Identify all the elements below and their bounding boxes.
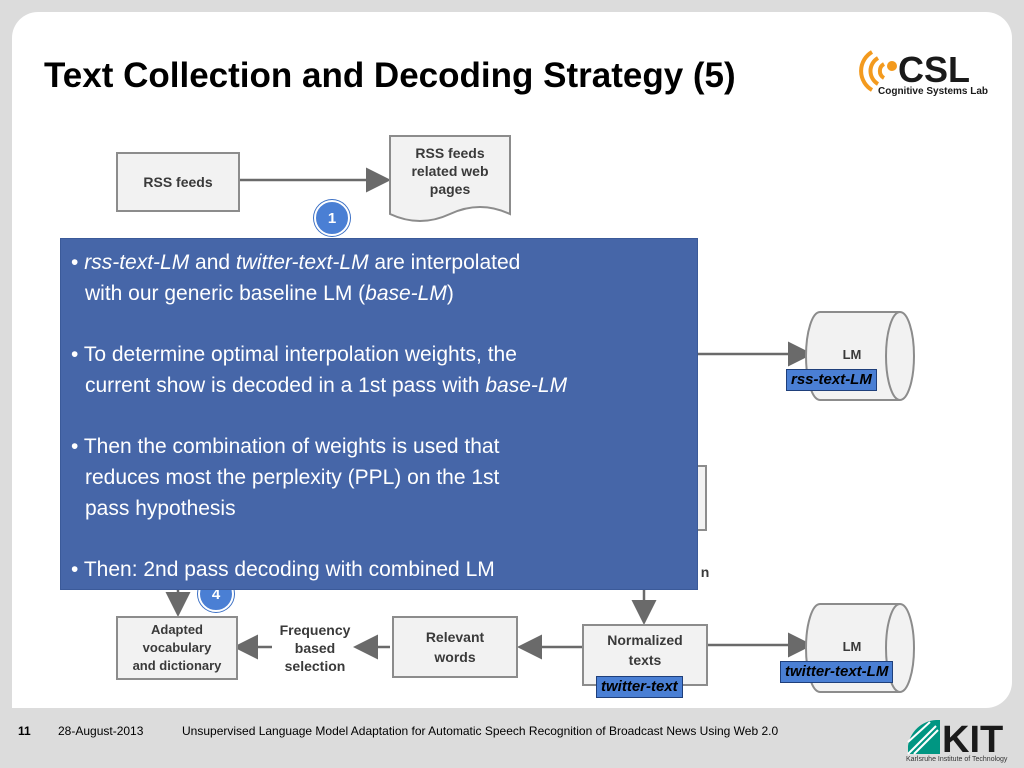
box-rss-pages-label: RSS feeds related web pages (390, 144, 510, 198)
rss-pages-line-2: related web (411, 163, 489, 179)
lm-bottom-label: LM (842, 639, 862, 654)
partial-hidden-text: n (700, 564, 710, 580)
kit-logo-subtitle: Karlsruhe Institute of Technology (906, 756, 1008, 763)
frequency-line-1: Frequency (279, 622, 351, 638)
relevant-line-2: words (434, 649, 476, 665)
kit-logo-graphic: KIT (907, 719, 1003, 761)
b1-rss-text-lm: rss-text-LM (84, 251, 190, 274)
box-normalized-texts: Normalized texts (582, 624, 708, 686)
box-rss-feeds-label: RSS feeds (143, 174, 213, 190)
normalized-line-1: Normalized (607, 632, 683, 648)
kit-logo-mark: KIT (942, 719, 1003, 756)
overlay-textbox: • rss-text-LM and twitter-text-LM are in… (60, 238, 698, 590)
b2-base-lm: base-LM (485, 374, 568, 397)
bullet-marker: • (71, 435, 79, 458)
lm-top-label: LM (842, 347, 862, 362)
b3-line1: Then the combination of weights is used … (83, 435, 500, 458)
box-adapted-vocabulary: Adapted vocabulary and dictionary (116, 616, 238, 680)
b1-twitter-text-lm: twitter-text-LM (235, 251, 369, 274)
csl-logo-graphic: CSL (859, 49, 970, 92)
bullet-marker: • (71, 251, 79, 274)
bullet-marker: • (71, 558, 79, 581)
b1-are-interpolated: are interpolated (368, 251, 521, 274)
rss-pages-line-1: RSS feeds (415, 145, 485, 161)
relevant-line-1: Relevant (425, 629, 485, 645)
kit-logo: KIT (906, 716, 1014, 766)
tag-twitter-text: twitter-text (596, 676, 683, 698)
slide-footer: 11 28-August-2013 Unsupervised Language … (0, 712, 1024, 768)
frequency-line-2: based (294, 640, 336, 656)
adapted-line-2: vocabulary (142, 640, 212, 655)
b2-line2a: current show is decoded in a 1st pass wi… (85, 374, 486, 397)
b1-base-lm: base-LM (365, 282, 447, 305)
b1-line2a: with our generic baseline LM ( (85, 282, 366, 305)
overlay-bullet-2: • To determine optimal interpolation wei… (71, 339, 687, 401)
b2-line1: To determine optimal interpolation weigh… (83, 343, 517, 366)
overlay-bullet-1: • rss-text-LM and twitter-text-LM are in… (71, 247, 687, 309)
step-badge-1: 1 (314, 200, 350, 236)
box-relevant-words: Relevant words (392, 616, 518, 678)
overlay-bullet-4: • Then: 2nd pass decoding with combined … (71, 554, 687, 585)
csl-logo: CSL (858, 40, 998, 102)
adapted-line-3: and dictionary (132, 658, 222, 673)
b1-line2c: ) (446, 282, 454, 305)
footer-date: 28-August-2013 (58, 724, 144, 738)
b1-and: and (189, 251, 236, 274)
doc-shape-rss-pages (389, 135, 511, 222)
tag-twitter-text-lm: twitter-text-LM (780, 661, 894, 683)
normalized-line-2: texts (628, 652, 662, 668)
page-number: 11 (18, 724, 31, 738)
rss-pages-line-3: pages (429, 181, 471, 197)
bullet-marker: • (71, 343, 79, 366)
adapted-line-1: Adapted (150, 622, 203, 637)
csl-logo-mark: CSL (898, 49, 970, 90)
csl-logo-subtitle: Cognitive Systems Lab (878, 86, 989, 97)
box-rss-feeds: RSS feeds (116, 152, 240, 212)
overlay-bullet-3: • Then the combination of weights is use… (71, 431, 687, 524)
b3-line2: reduces most the perplexity (PPL) on the… (85, 466, 500, 489)
footer-title: Unsupervised Language Model Adaptation f… (182, 724, 779, 738)
b4-line1: Then: 2nd pass decoding with combined LM (83, 558, 495, 581)
b3-line3: pass hypothesis (85, 497, 236, 520)
frequency-selection-label: Frequency based selection (270, 621, 360, 675)
slide-title: Text Collection and Decoding Strategy (5… (44, 56, 736, 95)
frequency-line-3: selection (284, 658, 346, 674)
tag-rss-text-lm: rss-text-LM (786, 369, 877, 391)
